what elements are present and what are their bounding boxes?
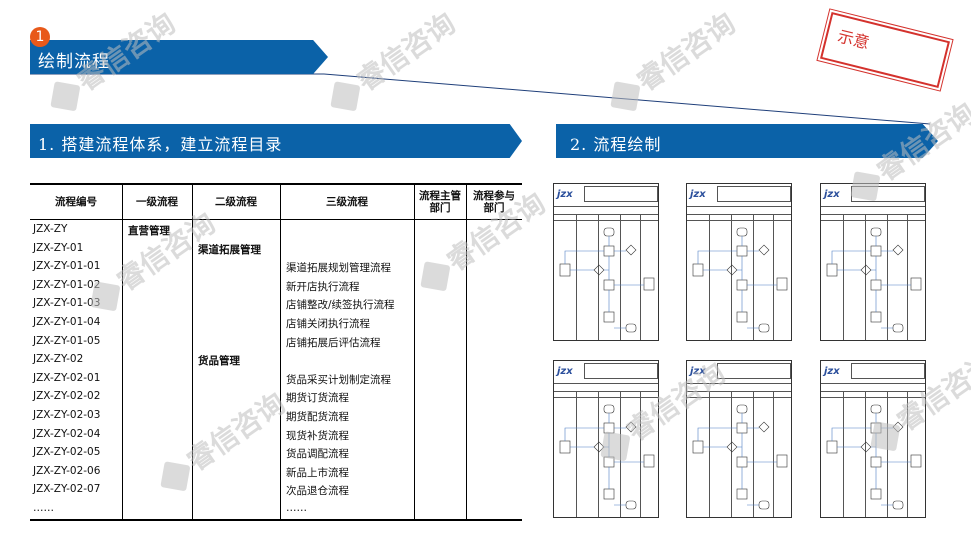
table-cell-code: JZX-ZY — [33, 223, 68, 235]
table-cell-code: JZX-ZY-02-05 — [33, 446, 101, 459]
table-cell-l3: 店铺关闭执行流程 — [286, 318, 370, 330]
flowchart-thumbnail: jzx — [686, 360, 792, 518]
table-cell-l1: 直营管理 — [128, 225, 170, 237]
table-cell-code: JZX-ZY-02-04 — [33, 427, 101, 440]
table-cell-l3: 货品调配流程 — [286, 448, 349, 461]
table-row: JZX-ZY-01 渠道拓展管理 — [30, 240, 522, 259]
table-cell-code: JZX-ZY-01-03 — [33, 297, 101, 310]
header-level3: 三级流程 — [326, 196, 368, 208]
flowchart-thumbnail: jzx — [820, 360, 926, 518]
thumb-header-box — [584, 363, 658, 379]
table-row: JZX-ZY-02-04 现货补货流程 — [30, 426, 522, 445]
table-cell-code: …… — [33, 502, 54, 514]
thumb-flow-diagram — [692, 227, 788, 333]
table-cell-code: JZX-ZY-02-07 — [33, 483, 101, 496]
thumb-flow-diagram — [559, 404, 655, 510]
header-owner-dept: 流程主管部门 — [419, 190, 461, 214]
table-cell-code: JZX-ZY-02-02 — [33, 390, 101, 403]
thumb-flow-diagram — [559, 227, 655, 333]
col-divider — [280, 185, 281, 519]
table-cell-code: JZX-ZY-01-05 — [33, 334, 101, 347]
table-cell-code: JZX-ZY-02 — [33, 353, 84, 366]
jzx-logo-icon: jzx — [557, 366, 573, 377]
table-cell-code: JZX-ZY-01-04 — [33, 316, 101, 328]
table-cell-l2: 渠道拓展管理 — [198, 243, 261, 256]
table-cell-code: JZX-ZY-01-02 — [33, 278, 101, 291]
jzx-logo-icon: jzx — [690, 366, 706, 377]
step-number-badge: 1 — [30, 27, 50, 47]
table-cell-l3: …… — [286, 502, 307, 514]
table-row: JZX-ZY-02 货品管理 — [30, 351, 522, 370]
table-row: JZX-ZY-01-01 渠道拓展规划管理流程 — [30, 258, 522, 277]
col-divider — [466, 185, 467, 519]
thumb-header-box — [717, 363, 791, 379]
thumb-header-box — [584, 186, 658, 202]
table-row: JZX-ZY 直营管理 — [30, 221, 522, 240]
table-cell-code: JZX-ZY-02-06 — [33, 464, 101, 477]
col-divider — [122, 185, 123, 519]
table-cell-l3: 店铺拓展后评估流程 — [286, 336, 381, 349]
table-row: JZX-ZY-02-06 新品上市流程 — [30, 463, 522, 482]
table-row: JZX-ZY-02-03 期货配货流程 — [30, 407, 522, 426]
table-row: JZX-ZY-01-03 店铺整改/续签执行流程 — [30, 295, 522, 314]
jzx-logo-icon: jzx — [824, 189, 840, 200]
header-code: 流程编号 — [55, 196, 97, 208]
table-row: JZX-ZY-02-01 货品采买计划制定流程 — [30, 370, 522, 389]
table-row: JZX-ZY-01-02 新开店执行流程 — [30, 277, 522, 296]
table-cell-l3: 店铺整改/续签执行流程 — [286, 299, 395, 312]
table-cell-l3: 期货订货流程 — [286, 392, 349, 405]
table-cell-code: JZX-ZY-02-01 — [33, 371, 101, 384]
flowchart-thumbnail: jzx — [553, 183, 659, 341]
table-cell-l3: 期货配货流程 — [286, 411, 349, 423]
table-row: JZX-ZY-02-02 期货订货流程 — [30, 388, 522, 407]
header-divider — [30, 219, 522, 220]
table-cell-l3: 货品采买计划制定流程 — [286, 373, 391, 386]
header-level2: 二级流程 — [215, 196, 257, 208]
flowchart-thumbnail: jzx — [820, 183, 926, 341]
table-cell-code: JZX-ZY-01-01 — [33, 260, 101, 273]
banner-main-title: 绘制流程 — [38, 52, 110, 72]
flowchart-thumbnail: jzx — [553, 360, 659, 518]
thumb-flow-diagram — [826, 404, 922, 510]
col-divider — [414, 185, 415, 519]
table-cell-code: JZX-ZY-02-03 — [33, 409, 101, 421]
table-cell-l3: 现货补货流程 — [286, 429, 349, 442]
jzx-logo-icon: jzx — [824, 366, 840, 377]
table-row: …… …… — [30, 500, 522, 519]
stamp-text: 示意 — [835, 26, 872, 53]
header-participant-dept: 流程参与部门 — [473, 190, 515, 214]
col-divider — [192, 185, 193, 519]
table-cell-l2: 货品管理 — [198, 355, 240, 368]
section1-banner: 1. 搭建流程体系，建立流程目录 — [30, 124, 522, 158]
table-row: JZX-ZY-01-05 店铺拓展后评估流程 — [30, 333, 522, 352]
thumb-header-box — [851, 363, 925, 379]
table-row: JZX-ZY-01-04 店铺关闭执行流程 — [30, 314, 522, 333]
jzx-logo-icon: jzx — [690, 189, 706, 200]
table-cell-code: JZX-ZY-01 — [33, 241, 84, 254]
process-catalog-table: 流程编号 一级流程 二级流程 三级流程 流程主管部门 流程参与部门 JZX-ZY… — [30, 183, 522, 521]
table-row: JZX-ZY-02-07 次品退仓流程 — [30, 481, 522, 500]
table-cell-l3: 新品上市流程 — [286, 466, 349, 479]
thumb-flow-diagram — [692, 404, 788, 510]
section1-title: 1. 搭建流程体系，建立流程目录 — [38, 135, 283, 154]
section2-title: 2. 流程绘制 — [570, 135, 662, 154]
section2-banner: 2. 流程绘制 — [556, 124, 938, 158]
table-cell-l3: 次品退仓流程 — [286, 485, 349, 498]
table-row: JZX-ZY-02-05 货品调配流程 — [30, 444, 522, 463]
table-cell-l3: 渠道拓展规划管理流程 — [286, 262, 391, 275]
table-cell-l3: 新开店执行流程 — [286, 280, 360, 293]
jzx-logo-icon: jzx — [557, 189, 573, 200]
header-level1: 一级流程 — [136, 196, 178, 208]
thumb-flow-diagram — [826, 227, 922, 333]
thumb-header-box — [717, 186, 791, 202]
section-banner-main: 绘制流程 — [30, 40, 328, 74]
flowchart-thumbnail: jzx — [686, 183, 792, 341]
